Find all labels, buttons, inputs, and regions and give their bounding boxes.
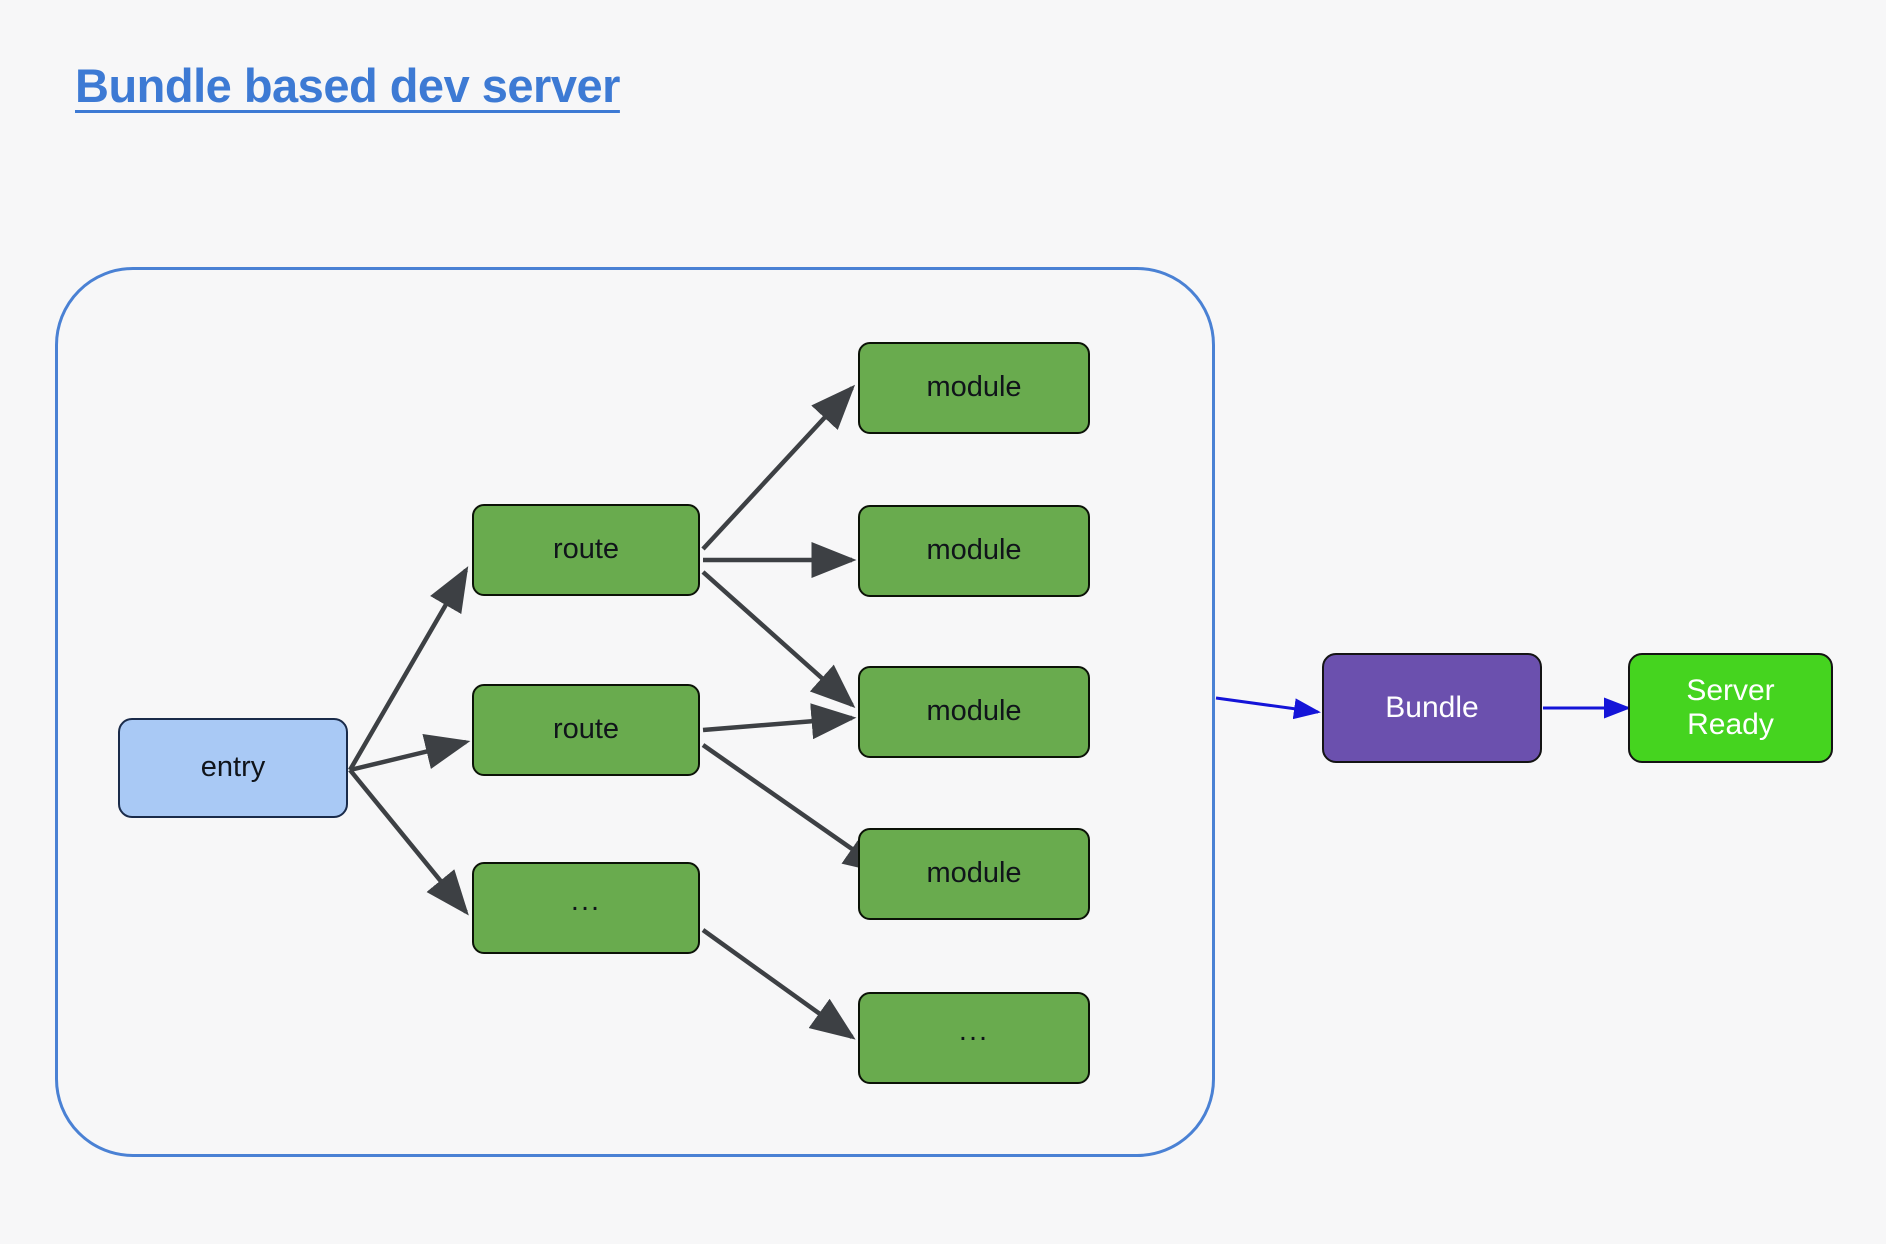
- node-server-ready-label-line2: Ready: [1687, 708, 1774, 741]
- node-module-2-label: module: [926, 534, 1022, 567]
- node-module-3-label: module: [926, 695, 1022, 728]
- node-route-2[interactable]: route: [472, 684, 700, 776]
- node-server-ready[interactable]: Server Ready: [1628, 653, 1833, 763]
- edge-group-bundle: [1215, 696, 1321, 720]
- node-route-ellipsis[interactable]: ...: [472, 862, 700, 954]
- node-module-3[interactable]: module: [858, 666, 1090, 758]
- node-module-1-label: module: [926, 371, 1022, 404]
- node-module-1[interactable]: module: [858, 342, 1090, 434]
- node-route-1[interactable]: route: [472, 504, 700, 596]
- node-bundle[interactable]: Bundle: [1322, 653, 1542, 763]
- node-route-1-label: route: [552, 533, 620, 566]
- node-entry[interactable]: entry: [118, 718, 348, 818]
- node-module-ellipsis[interactable]: ...: [858, 992, 1090, 1084]
- node-server-ready-label-line1: Server: [1686, 673, 1775, 707]
- page-title: Bundle based dev server: [75, 59, 620, 112]
- node-module-4-label: module: [926, 857, 1022, 890]
- node-route-ellipsis-label: ...: [570, 885, 602, 918]
- node-module-ellipsis-label: ...: [958, 1015, 990, 1048]
- node-module-2[interactable]: module: [858, 505, 1090, 597]
- node-module-4[interactable]: module: [858, 828, 1090, 920]
- node-entry-label: entry: [200, 751, 266, 784]
- node-route-2-label: route: [552, 713, 620, 746]
- node-bundle-label: Bundle: [1385, 690, 1479, 724]
- dev-server-group-container: [55, 267, 1215, 1157]
